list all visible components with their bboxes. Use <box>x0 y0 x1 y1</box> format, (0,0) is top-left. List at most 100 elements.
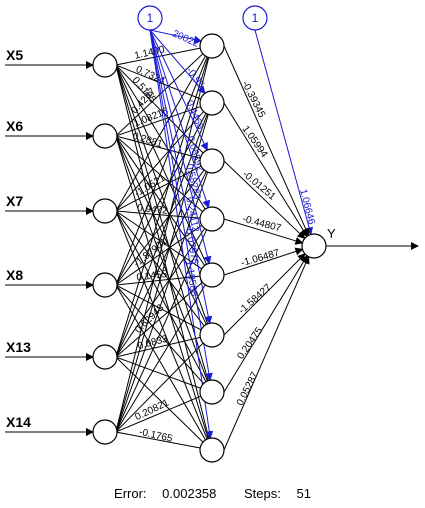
edge-hidden-7-output <box>223 255 310 451</box>
edge-hidden-0-output <box>223 45 310 237</box>
edge-input-5-hidden-5 <box>115 342 204 433</box>
input-arrows <box>5 61 419 436</box>
hidden-node-1 <box>199 90 225 116</box>
edge-input-2-hidden-6 <box>115 210 207 382</box>
edge-input-0-hidden-5 <box>115 64 209 325</box>
edge-input-1-hidden-3 <box>115 135 203 213</box>
edge-hidden-2-output <box>223 160 306 240</box>
input-label: X14 <box>6 414 31 430</box>
edge-input-4-hidden-7 <box>115 356 204 443</box>
steps-text: Steps: 51 <box>238 486 317 501</box>
input-label: X13 <box>6 339 31 355</box>
edge-hidden-5-output <box>223 253 306 336</box>
input-label: X5 <box>6 47 23 63</box>
weight-label-bias-hidden: 1.19588 <box>183 260 199 298</box>
edge-input-2-hidden-4 <box>115 210 202 270</box>
edge-input-3-hidden-1 <box>115 113 207 286</box>
edge-input-2-hidden-7 <box>115 210 208 440</box>
input-label: X6 <box>6 118 23 134</box>
edge-input-2-hidden-0 <box>115 55 206 212</box>
hidden-node-3 <box>199 206 225 232</box>
input-node-1 <box>92 123 118 149</box>
edge-input-3-hidden-7 <box>115 284 206 441</box>
weight-label-input-hidden: 0.1455 <box>136 269 168 284</box>
edge-input-5-hidden-1 <box>115 114 209 433</box>
input-node-5 <box>92 419 118 445</box>
weight-label-hidden-output: -1.06487 <box>240 248 281 270</box>
input-node-2 <box>92 198 118 224</box>
edge-input-4-hidden-2 <box>115 171 207 358</box>
hidden-node-7 <box>199 437 225 463</box>
edge-input-1-hidden-5 <box>115 135 207 325</box>
error-value: 0.002358 <box>162 486 217 501</box>
edge-bias-hidden-2 <box>149 29 208 151</box>
hidden-node-4 <box>199 262 225 288</box>
error-label: Error: <box>114 486 147 501</box>
output-label: Y <box>327 226 336 241</box>
steps-label: Steps: <box>244 486 281 501</box>
edge-bias-hidden-0 <box>149 29 203 44</box>
input-label: X8 <box>6 267 23 283</box>
weight-label-hidden-output: -1.58427 <box>237 282 274 317</box>
edge-input-4-hidden-4 <box>115 281 203 358</box>
edge-hidden-3-output <box>223 218 304 245</box>
steps-value: 51 <box>296 486 311 501</box>
weight-label-hidden-output: 1.05994 <box>240 124 270 160</box>
edge-bias-output <box>254 29 314 236</box>
input-node-4 <box>92 344 118 370</box>
edge-input-3-hidden-2 <box>115 169 205 286</box>
edge-input-4-hidden-6 <box>115 356 201 389</box>
edge-input-0-hidden-1 <box>115 64 201 100</box>
edge-bias-hidden-1 <box>149 29 206 95</box>
weight-label-hidden-output: -0.39345 <box>239 79 267 120</box>
edge-hidden-1-output <box>223 102 308 238</box>
edge-hidden-6-output <box>223 254 308 393</box>
edge-input-1-hidden-1 <box>115 106 201 137</box>
edge-input-0-hidden-3 <box>115 64 206 210</box>
edge-input-0-hidden-6 <box>115 64 209 381</box>
edge-input-2-hidden-5 <box>115 210 205 327</box>
hidden-output-edges: -0.393451.05994-0.01251-0.44807-1.06487-… <box>223 45 310 451</box>
hidden-node-0 <box>199 33 225 59</box>
edge-bias-hidden-4 <box>149 29 212 265</box>
edge-input-5-hidden-2 <box>115 171 209 433</box>
edge-bias-hidden-6 <box>149 29 213 382</box>
weight-label-hidden-output: 0.20475 <box>235 325 265 361</box>
edge-input-3-hidden-0 <box>115 56 208 286</box>
edge-input-3-hidden-3 <box>115 224 203 286</box>
input-node-3 <box>92 272 118 298</box>
weight-label-input-hidden: -0.1765 <box>138 427 174 445</box>
bias-node-output <box>242 5 268 31</box>
error-text: Error: 0.002358 <box>108 486 222 501</box>
bias-label: 1 <box>252 11 259 25</box>
edge-input-3-hidden-4 <box>115 275 201 286</box>
hidden-node-2 <box>199 148 225 174</box>
edge-input-4-hidden-1 <box>115 113 208 358</box>
edge-input-5-hidden-6 <box>115 395 201 433</box>
edge-bias-hidden-3 <box>149 29 211 209</box>
edge-input-2-hidden-3 <box>115 210 201 219</box>
weight-label-hidden-output: 0.05287 <box>235 370 261 408</box>
edge-bias-hidden-7 <box>149 29 214 440</box>
edge-input-2-hidden-1 <box>115 111 204 212</box>
input-label: X7 <box>6 193 23 209</box>
weight-label-bias-output: 1.06646 <box>297 188 317 226</box>
bias-label: 1 <box>147 11 154 25</box>
edge-input-1-hidden-6 <box>115 135 208 382</box>
weight-label-input-hidden: 0.9472 <box>137 203 169 217</box>
edge-input-4-hidden-5 <box>115 336 201 358</box>
edge-input-0-hidden-7 <box>115 64 210 439</box>
edge-input-4-hidden-0 <box>115 57 209 358</box>
edge-input-3-hidden-5 <box>115 284 202 331</box>
hidden-node-6 <box>199 379 225 405</box>
weight-label-hidden-output: -0.44807 <box>241 214 282 235</box>
edge-input-4-hidden-3 <box>115 228 206 358</box>
edge-input-0-hidden-0 <box>115 47 201 66</box>
input-node-0 <box>92 52 118 78</box>
output-node <box>301 233 327 259</box>
weight-label-bias-hidden: 20022 <box>170 28 200 50</box>
edge-input-5-hidden-7 <box>115 431 201 449</box>
